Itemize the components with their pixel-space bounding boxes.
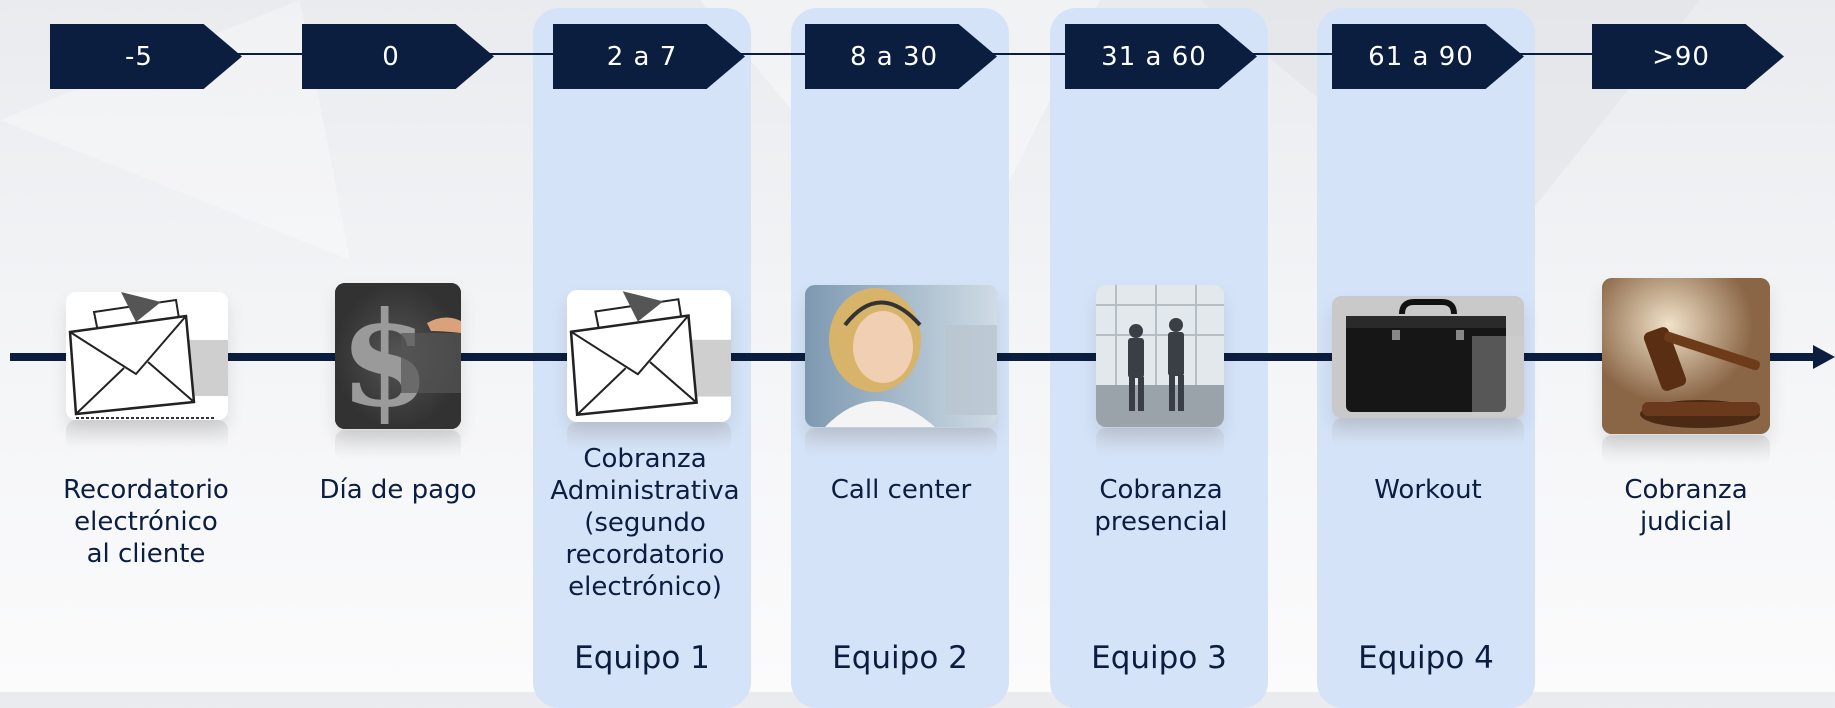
connector bbox=[1510, 53, 1600, 55]
day-range-label: 61 a 90 bbox=[1368, 41, 1474, 72]
day-range-label: 8 a 30 bbox=[849, 41, 939, 72]
connector bbox=[230, 53, 310, 55]
stage-label: Día de pago bbox=[319, 475, 477, 505]
connector bbox=[985, 53, 1065, 55]
day-range-chevron: 31 a 60 bbox=[1065, 24, 1257, 89]
stage-label: Cobranza Administrativa (segundo recorda… bbox=[550, 444, 740, 602]
timeline-arrow-icon bbox=[1813, 345, 1835, 369]
day-range-chevron: 0 bbox=[302, 24, 494, 89]
stage-label: Workout bbox=[1374, 475, 1482, 505]
day-range-label: -5 bbox=[125, 41, 153, 72]
briefcase-photo bbox=[1332, 296, 1524, 418]
envelope-icon bbox=[567, 290, 731, 422]
day-range-label: 0 bbox=[382, 41, 400, 72]
day-range-chevron: 61 a 90 bbox=[1332, 24, 1524, 89]
day-range-chevron: -5 bbox=[50, 24, 242, 89]
team-label: Equipo 2 bbox=[832, 640, 968, 676]
dollar-chalkboard-icon: $ bbox=[335, 283, 461, 429]
envelope-icon bbox=[66, 292, 228, 420]
day-range-label: 31 a 60 bbox=[1101, 41, 1207, 72]
stage-label: Cobranza presencial bbox=[1094, 475, 1228, 537]
handshake-photo bbox=[1096, 285, 1224, 427]
connector bbox=[480, 53, 560, 55]
gavel-photo bbox=[1602, 278, 1770, 434]
day-range-chevron: 2 a 7 bbox=[553, 24, 745, 89]
team-label: Equipo 4 bbox=[1358, 640, 1494, 676]
day-range-chevron: 8 a 30 bbox=[805, 24, 997, 89]
day-range-label: 2 a 7 bbox=[606, 41, 678, 72]
stage-label: Cobranza judicial bbox=[1624, 475, 1748, 537]
stage-label: Call center bbox=[830, 475, 972, 505]
day-range-chevron: >90 bbox=[1592, 24, 1784, 89]
connector bbox=[735, 53, 815, 55]
stage-label: Recordatorio electrónico al cliente bbox=[63, 475, 229, 569]
team-label: Equipo 1 bbox=[574, 640, 710, 676]
day-range-label: >90 bbox=[1652, 41, 1710, 72]
call-center-agent-photo bbox=[805, 285, 997, 427]
connector bbox=[1245, 53, 1335, 55]
team-label: Equipo 3 bbox=[1091, 640, 1227, 676]
